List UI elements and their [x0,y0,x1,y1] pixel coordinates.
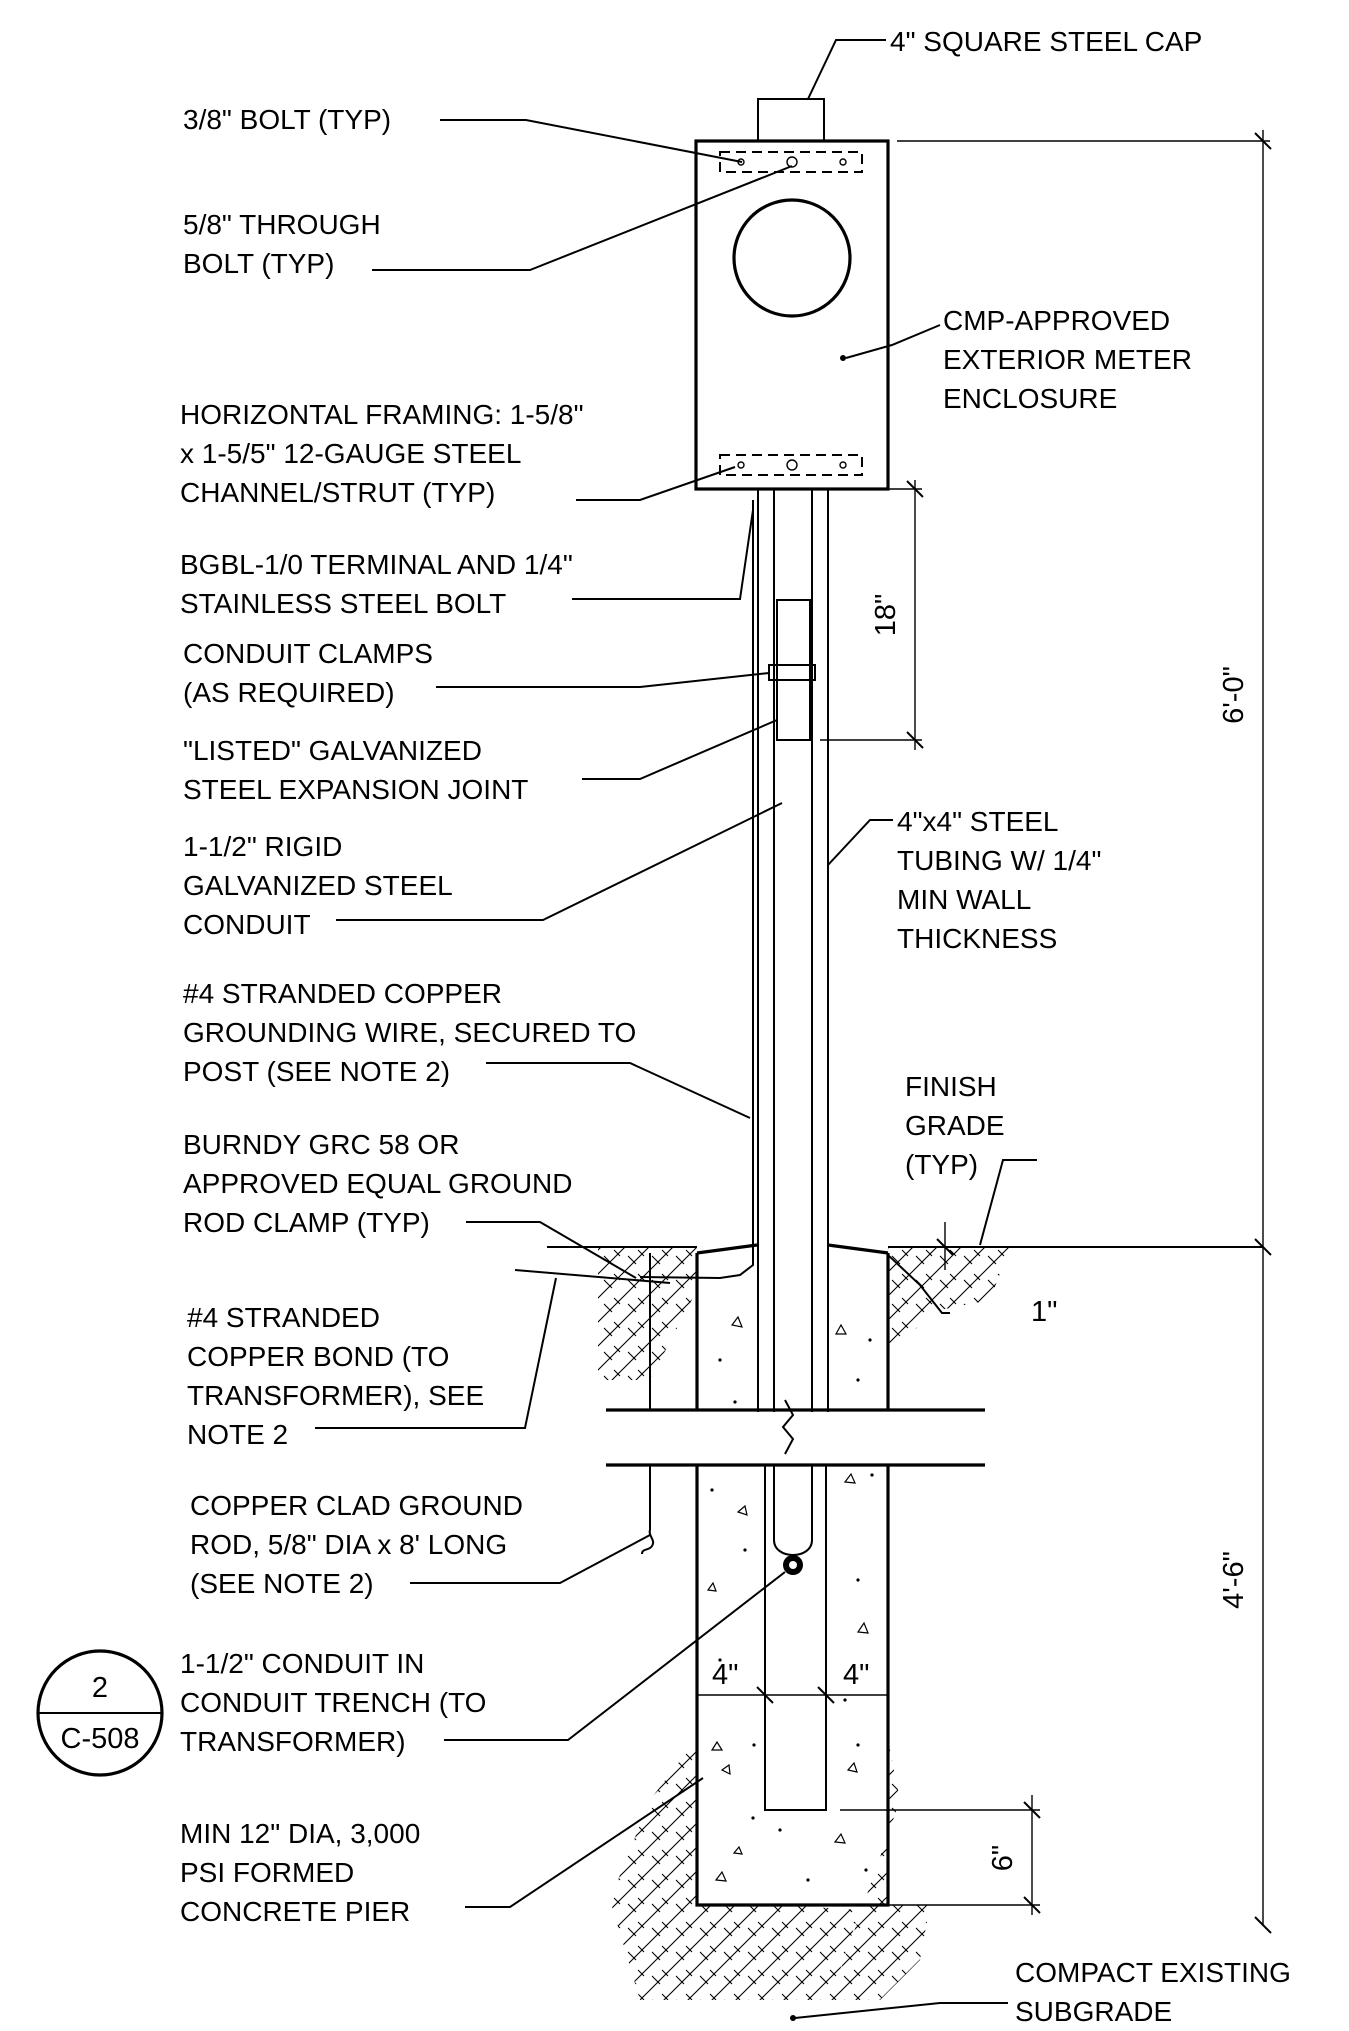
copper-bond [514,1269,671,1284]
label-tubing-4: THICKNESS [897,923,1057,954]
labels: 4" SQUARE STEEL CAP 3/8" BOLT (TYP) 5/8"… [180,26,1291,2027]
label-through-1: 5/8" THROUGH [183,209,381,240]
label-rod-1: COPPER CLAD GROUND [190,1490,523,1521]
label-subgrade-2: SUBGRADE [1015,1996,1172,2027]
dimension-lines [697,130,1272,1934]
meter-dial [732,198,852,318]
steel-post [757,489,829,1575]
meter-enclosure [694,98,890,491]
label-burndy-2: APPROVED EQUAL GROUND [183,1168,572,1199]
label-subgrade-1: COMPACT EXISTING [1015,1957,1291,1988]
label-meter-2: EXTERIOR METER [943,344,1192,375]
callout-sheet: C-508 [61,1723,140,1755]
dim-4in-right: 4" [843,1659,869,1691]
label-tubing-2: TUBING W/ 1/4" [897,845,1101,876]
conduit-clamp [768,664,816,681]
label-framing-2: x 1-5/5" 12-GAUGE STEEL [180,438,521,469]
label-tubing-3: MIN WALL [897,884,1031,915]
label-meter-1: CMP-APPROVED [943,305,1170,336]
label-grade-1: FINISH [905,1071,997,1102]
label-trench-3: TRANSFORMER) [180,1726,406,1757]
label-wire-3: POST (SEE NOTE 2) [183,1056,450,1087]
detail-callout: 2 C-508 [36,1649,164,1777]
dim-18in: 18" [870,594,902,637]
label-framing-3: CHANNEL/STRUT (TYP) [180,477,495,508]
dim-4in-left: 4" [712,1659,738,1691]
label-bgbl-2: STAINLESS STEEL BOLT [180,588,506,619]
label-bond-2: COPPER BOND (TO [187,1341,449,1372]
label-joint-1: "LISTED" GALVANIZED [183,735,482,766]
label-trench-2: CONDUIT TRENCH (TO [180,1687,486,1718]
label-tubing-1: 4"x4" STEEL [897,806,1059,837]
label-bond-3: TRANSFORMER), SEE [187,1380,484,1411]
label-grade-2: GRADE [905,1110,1005,1141]
label-rod-2: ROD, 5/8" DIA x 8' LONG [190,1529,507,1560]
square-steel-cap [757,98,825,142]
label-rod-3: (SEE NOTE 2) [190,1568,374,1599]
expansion-joint [776,599,811,741]
label-bond-4: NOTE 2 [187,1419,288,1450]
label-wire-1: #4 STRANDED COPPER [183,978,502,1009]
label-grade-3: (TYP) [905,1149,978,1180]
dim-6in: 6" [987,1845,1019,1871]
grounding-wire [639,500,754,1280]
soil-hatch [598,1247,1010,2000]
label-rigid-3: CONDUIT [183,909,311,940]
label-meter-3: ENCLOSURE [943,383,1117,414]
label-pier-2: PSI FORMED [180,1857,354,1888]
ground-rod-lower [641,1465,655,1555]
label-burndy-3: ROD CLAMP (TYP) [183,1207,430,1238]
label-clamps-1: CONDUIT CLAMPS [183,638,433,669]
label-rigid-1: 1-1/2" RIGID [183,831,342,862]
callout-number: 2 [92,1672,108,1704]
label-through-2: BOLT (TYP) [183,248,334,279]
concrete-pier [695,1243,890,1907]
label-bond-1: #4 STRANDED [187,1302,380,1333]
label-joint-2: STEEL EXPANSION JOINT [183,774,528,805]
leader-lines [315,39,1037,2019]
dim-6ft: 6'-0" [1218,666,1250,724]
label-bolt38: 3/8" BOLT (TYP) [183,104,391,135]
label-pier-3: CONCRETE PIER [180,1896,410,1927]
dim-1in: 1" [1031,1296,1057,1328]
dim-4ft6in: 4'-6" [1218,1551,1250,1609]
dimension-texts: 18" 6'-0" 1" 4'-6" 4" 4" 6" [712,594,1250,1872]
label-bgbl-1: BGBL-1/0 TERMINAL AND 1/4" [180,549,573,580]
label-framing-1: HORIZONTAL FRAMING: 1-5/8" [180,399,584,430]
label-rigid-2: GALVANIZED STEEL [183,870,453,901]
label-cap: 4" SQUARE STEEL CAP [890,26,1202,57]
label-wire-2: GROUNDING WIRE, SECURED TO [183,1017,636,1048]
label-trench-1: 1-1/2" CONDUIT IN [180,1648,424,1679]
label-burndy-1: BURNDY GRC 58 OR [183,1129,459,1160]
label-pier-1: MIN 12" DIA, 3,000 [180,1818,420,1849]
subgrade-dot [790,2015,796,2021]
label-clamps-2: (AS REQUIRED) [183,677,395,708]
